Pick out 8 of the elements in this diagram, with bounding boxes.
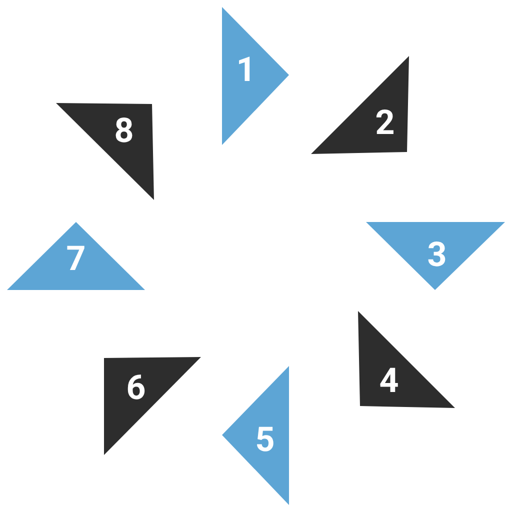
number-label: 8 — [114, 114, 134, 148]
number-label: 7 — [66, 242, 86, 276]
number-label: 2 — [375, 106, 395, 140]
number-label: 6 — [126, 371, 146, 405]
number-label: 4 — [379, 364, 399, 398]
number-label: 5 — [255, 423, 275, 457]
number-label: 1 — [236, 53, 256, 87]
number-label: 3 — [427, 238, 447, 272]
